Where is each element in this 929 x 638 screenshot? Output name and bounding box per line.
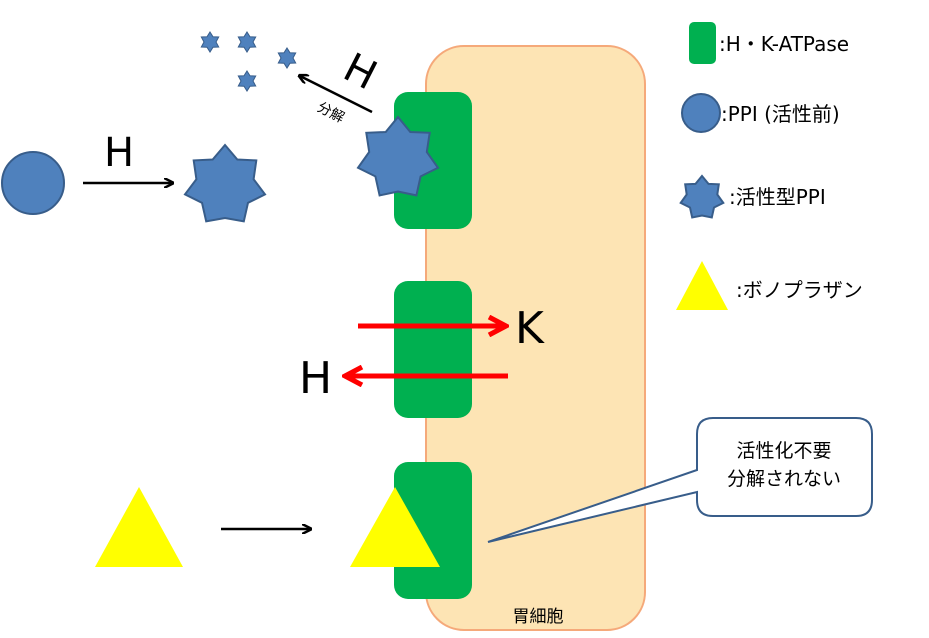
fragment-star-1 bbox=[200, 31, 220, 53]
vonoprazan-triangle-free bbox=[95, 487, 183, 567]
callout-bubble bbox=[487, 417, 873, 543]
decomposition-arrow bbox=[300, 76, 373, 114]
callout-line-1: 活性化不要 bbox=[736, 440, 831, 462]
legend-pump-label: :H・K-ATPase bbox=[719, 32, 849, 56]
legend-vonoprazan-label: :ボノプラザン bbox=[736, 278, 863, 302]
h-label-exchange: H bbox=[299, 353, 332, 404]
k-label: K bbox=[515, 303, 545, 354]
fragment-star-4 bbox=[237, 70, 257, 92]
h-label-decomposition: H bbox=[336, 45, 384, 100]
legend-ppi-circle bbox=[681, 93, 721, 133]
legend-active-ppi-star bbox=[679, 174, 725, 219]
proton-pump-middle bbox=[394, 281, 472, 418]
ppi-inactive-circle bbox=[1, 151, 65, 215]
decomposition-label: 分解 bbox=[314, 99, 346, 126]
legend-ppi-label: :PPI (活性前) bbox=[721, 102, 840, 126]
ppi-active-star bbox=[183, 143, 267, 223]
ppi-bound-star bbox=[356, 115, 440, 197]
fragment-star-2 bbox=[237, 31, 257, 53]
cell-label: 胃細胞 bbox=[513, 607, 564, 627]
h-label-activation: H bbox=[104, 130, 134, 176]
fragment-star-3 bbox=[277, 47, 297, 69]
vonoprazan-triangle-bound bbox=[350, 487, 440, 567]
callout-line-2: 分解されない bbox=[727, 468, 841, 490]
legend-vonoprazan-triangle bbox=[676, 261, 728, 310]
legend-pump-swatch bbox=[689, 22, 716, 64]
legend-active-ppi-label: :活性型PPI bbox=[729, 185, 826, 209]
